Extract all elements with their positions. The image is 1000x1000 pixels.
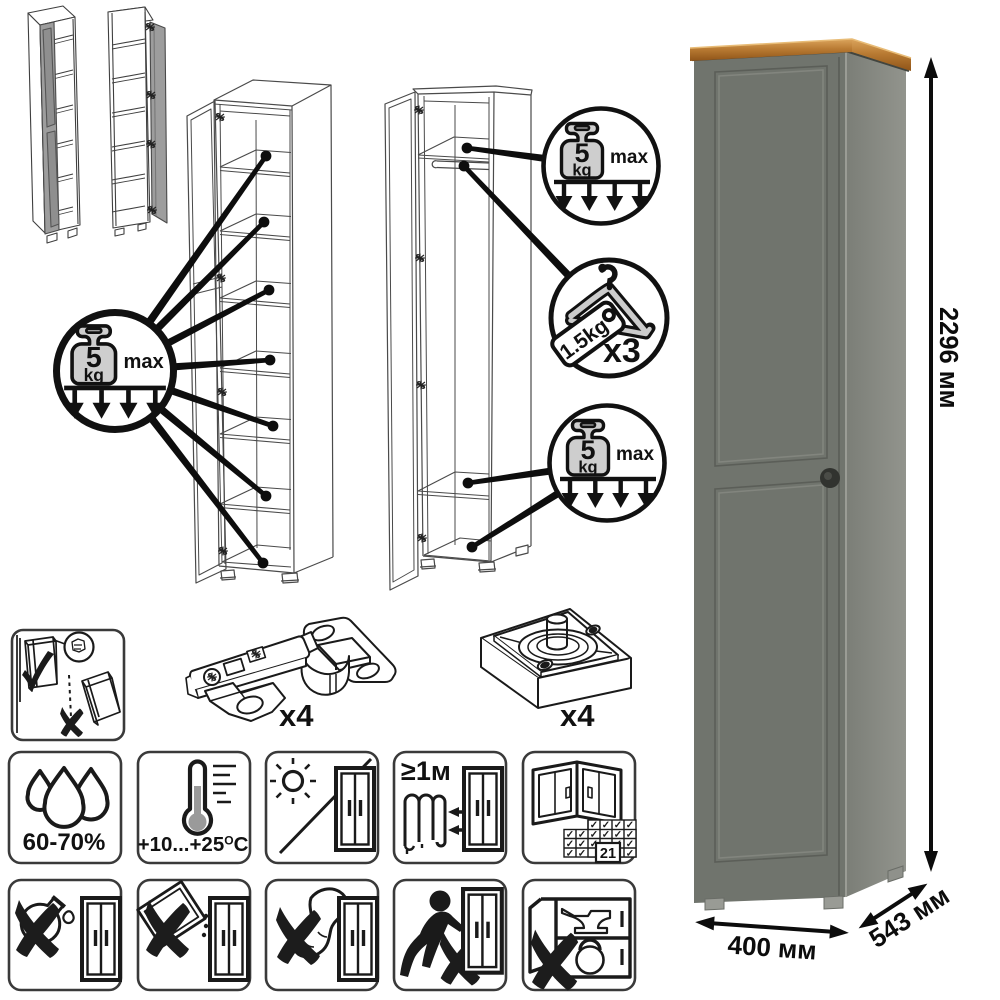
svg-text:✓: ✓ [578,839,586,850]
svg-text:+10...+25OC: +10...+25OC [138,833,249,856]
svg-text:400 мм: 400 мм [727,929,818,965]
svg-text:✓: ✓ [626,839,634,850]
svg-text:✓: ✓ [614,820,622,831]
svg-text:✓: ✓ [626,830,634,841]
svg-text:✓: ✓ [566,849,574,860]
svg-text:✓: ✓ [578,849,586,860]
svg-text:✓: ✓ [602,830,610,841]
svg-text:✓: ✓ [566,830,574,841]
svg-text:✓: ✓ [578,830,586,841]
svg-text:✓: ✓ [614,830,622,841]
svg-text:✓: ✓ [626,820,634,831]
svg-text:x4: x4 [279,698,314,733]
svg-text:✓: ✓ [566,839,574,850]
svg-text:✓: ✓ [590,839,598,850]
svg-text:x3: x3 [603,332,641,370]
svg-text:✓: ✓ [626,849,634,860]
svg-text:✓: ✓ [590,830,598,841]
svg-text:21: 21 [600,846,616,862]
svg-text:60-70%: 60-70% [23,829,106,856]
svg-text:x4: x4 [560,698,595,733]
svg-text:≥1м: ≥1м [401,756,451,786]
svg-text:2296 мм: 2296 мм [934,307,962,409]
svg-text:✓: ✓ [602,820,610,831]
svg-text:✓: ✓ [590,820,598,831]
